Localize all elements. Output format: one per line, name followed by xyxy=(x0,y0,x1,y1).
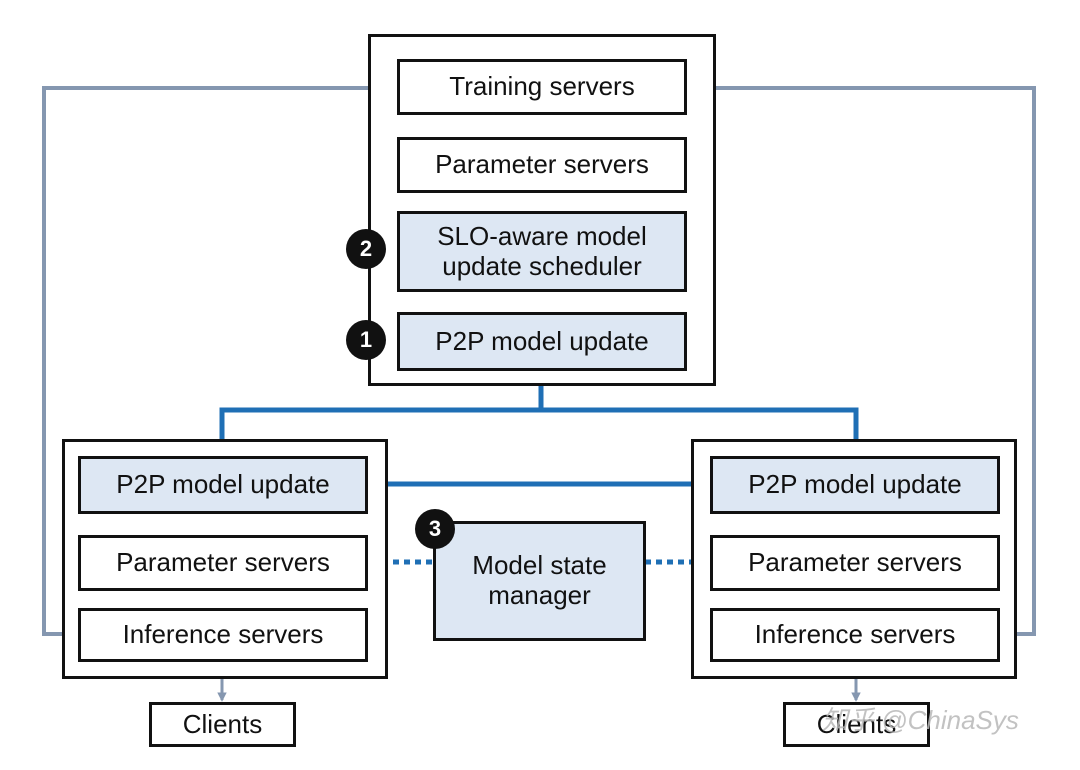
right-clients-box: Clients xyxy=(783,702,930,747)
slo-aware-scheduler-box: SLO-aware model update scheduler xyxy=(397,211,687,292)
right-feedback-line xyxy=(689,81,1036,636)
center-parameter-servers-box: Parameter servers xyxy=(397,137,687,193)
manager-label-line1: Model state xyxy=(472,550,607,581)
watermark: 知乎 @ChinaSys xyxy=(822,705,1019,735)
badge-2: 2 xyxy=(346,229,386,269)
left-clients-box: Clients xyxy=(149,702,296,747)
manager-label-line2: manager xyxy=(488,580,591,610)
scheduler-label-line1: SLO-aware model xyxy=(437,220,647,251)
left-parameter-servers-box: Parameter servers xyxy=(78,535,368,591)
training-servers-box: Training servers xyxy=(397,59,687,115)
right-p2p-update-box: P2P model update xyxy=(710,456,1000,514)
left-p2p-update-box: P2P model update xyxy=(78,456,368,514)
right-parameter-servers-box: Parameter servers xyxy=(710,535,1000,591)
left-inference-servers-box: Inference servers xyxy=(78,608,368,662)
model-state-manager-box: Model state manager xyxy=(433,521,646,641)
scheduler-label-line2: update scheduler xyxy=(442,250,642,281)
center-p2p-update-box: P2P model update xyxy=(397,312,687,371)
badge-1: 1 xyxy=(346,320,386,360)
left-feedback-line xyxy=(42,81,398,636)
badge-3: 3 xyxy=(415,509,455,549)
right-inference-servers-box: Inference servers xyxy=(710,608,1000,662)
